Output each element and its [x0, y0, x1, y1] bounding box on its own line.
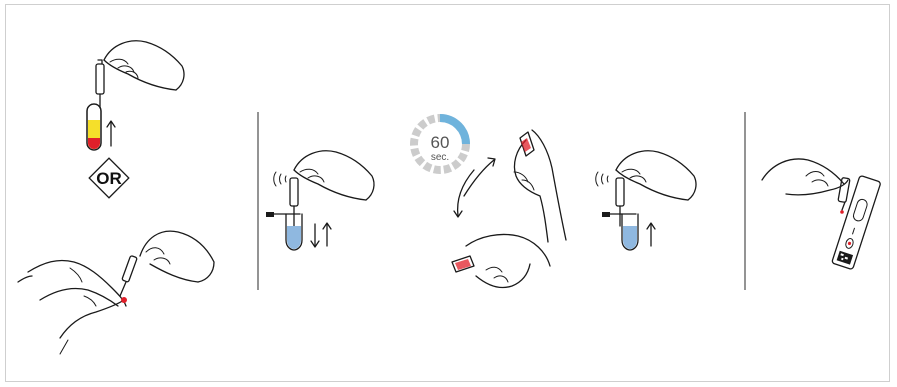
down-arrow-icon — [311, 224, 319, 247]
panel-mix-buffer — [266, 151, 374, 250]
timer-value: 60 — [431, 133, 450, 152]
hand-holding-pipette-icon — [616, 151, 696, 226]
up-arrow-icon — [323, 223, 331, 246]
vibration-icon — [596, 172, 608, 186]
finger-prick-icon — [18, 231, 214, 354]
up-arrow-icon — [107, 121, 115, 146]
blood-tube-icon — [87, 104, 101, 150]
hand-holding-tube-upright-icon — [514, 130, 566, 242]
timer-dial: 60 sec. — [414, 118, 466, 170]
rotate-arrows-icon — [454, 158, 495, 217]
hand-holding-pipette-icon — [96, 41, 184, 108]
panel-apply-cassette — [762, 159, 881, 270]
up-arrow-icon — [647, 223, 655, 246]
panel-invert-timer: 60 sec. — [414, 118, 566, 288]
or-badge: OR — [89, 158, 129, 198]
hand-holding-tube-inverted-icon — [452, 234, 550, 287]
vibration-icon — [274, 172, 286, 186]
or-label: OR — [96, 169, 122, 188]
hand-holding-pipette-icon — [762, 159, 850, 214]
panel-shake — [596, 151, 696, 250]
test-cassette-icon — [832, 175, 881, 269]
panel-collect-from-tube: OR — [18, 41, 214, 354]
timer-unit: sec. — [431, 152, 449, 163]
buffer-tube-icon — [266, 212, 302, 250]
